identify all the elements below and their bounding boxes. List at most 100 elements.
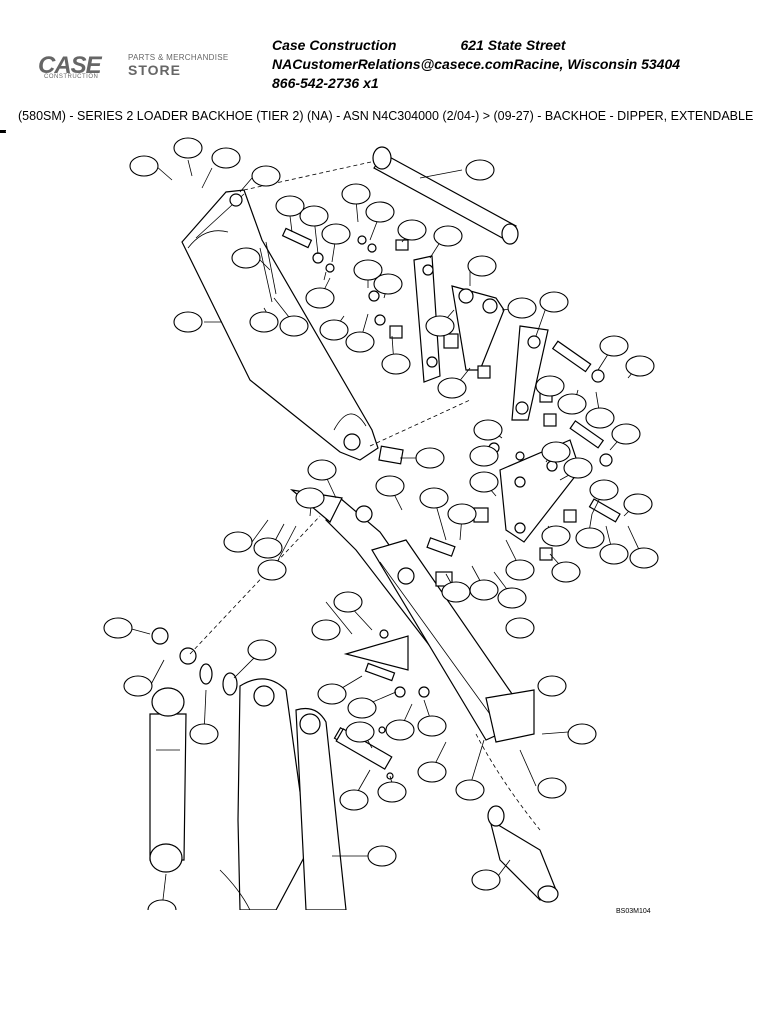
callout: 4 xyxy=(0,130,375,743)
callout: 27 xyxy=(0,130,377,719)
svg-text:41: 41 xyxy=(0,130,6,136)
callout: 32 xyxy=(0,130,455,337)
svg-text:12: 12 xyxy=(0,130,6,136)
callout: 21 xyxy=(0,130,581,583)
svg-text:53: 53 xyxy=(0,130,6,136)
svg-text:40: 40 xyxy=(0,130,6,136)
street-address: 621 State Street xyxy=(460,37,566,53)
svg-text:38: 38 xyxy=(0,130,6,136)
callout: 12 xyxy=(0,130,287,581)
callout: 13 xyxy=(0,130,499,601)
callout: 14 xyxy=(0,130,253,553)
callout: 5 xyxy=(0,130,277,661)
callout: 19 xyxy=(0,130,445,469)
callout: 7 xyxy=(0,130,153,697)
svg-text:50: 50 xyxy=(0,130,6,136)
callout: 18 xyxy=(0,130,281,187)
callout: 16 xyxy=(0,130,405,497)
callout: 40 xyxy=(0,130,619,501)
svg-text:58: 58 xyxy=(0,130,6,136)
callout: 41 xyxy=(0,130,653,515)
svg-text:38: 38 xyxy=(0,130,6,136)
callout: 13 xyxy=(0,130,335,309)
callout: 39 xyxy=(0,130,383,281)
callout: 16 xyxy=(0,130,325,509)
svg-text:24: 24 xyxy=(0,130,6,136)
callout: 52 xyxy=(0,130,485,801)
svg-text:12: 12 xyxy=(0,130,6,136)
svg-text:39: 39 xyxy=(0,130,6,136)
callout: 22 xyxy=(0,130,593,479)
callout: 41 xyxy=(0,130,349,341)
case-logo: CASE CONSTRUCTION xyxy=(38,52,114,82)
callout: 52 xyxy=(0,130,363,613)
svg-text:32: 32 xyxy=(0,130,6,136)
callout: 31 xyxy=(0,130,411,375)
callout: 6 xyxy=(0,130,219,745)
svg-text:5: 5 xyxy=(0,130,3,136)
email-city: NACustomerRelations@casece.comRacine, Wi… xyxy=(272,56,681,72)
svg-text:50: 50 xyxy=(0,130,6,136)
svg-text:39: 39 xyxy=(0,130,6,136)
case-logo-subtext: CONSTRUCTION xyxy=(44,74,99,80)
callout: 58 xyxy=(0,130,203,333)
svg-text:14: 14 xyxy=(0,130,6,136)
svg-text:34: 34 xyxy=(0,130,6,136)
hydraulic-cylinder-9 xyxy=(149,515,321,873)
store-logo-line1: PARTS & MERCHANDISE xyxy=(128,53,229,62)
callout: 52 xyxy=(0,130,567,697)
callout: 15 xyxy=(0,130,337,481)
store-logo: PARTS & MERCHANDISE STORE xyxy=(128,53,229,78)
svg-text:30: 30 xyxy=(0,130,6,136)
svg-text:55: 55 xyxy=(0,130,6,136)
svg-text:30: 30 xyxy=(0,130,6,136)
svg-text:19: 19 xyxy=(0,130,6,136)
exploded-parts-diagram: 14 13 12 18 10 41 40 11 12 31 30 14 57 3… xyxy=(0,130,659,910)
page-title: (580SM) - SERIES 2 LOADER BACKHOE (TIER … xyxy=(18,109,754,123)
callout: 12 xyxy=(0,130,329,227)
callout: 42 xyxy=(0,130,499,467)
store-logo-line2: STORE xyxy=(128,62,181,78)
svg-text:37: 37 xyxy=(0,130,6,136)
callout: 9 xyxy=(0,130,177,910)
svg-text:8: 8 xyxy=(0,130,3,136)
svg-text:16: 16 xyxy=(0,130,6,136)
hydraulic-cylinder-25 xyxy=(475,733,559,903)
callout: 1 xyxy=(0,130,397,867)
svg-text:40: 40 xyxy=(0,130,6,136)
svg-text:25: 25 xyxy=(0,130,6,136)
callout: 55 xyxy=(0,130,535,639)
svg-text:49: 49 xyxy=(0,130,6,136)
svg-text:42: 42 xyxy=(0,130,6,136)
svg-text:41: 41 xyxy=(0,130,6,136)
svg-text:22: 22 xyxy=(0,130,6,136)
svg-text:20: 20 xyxy=(0,130,6,136)
callout: 12 xyxy=(0,130,241,169)
callout: 13 xyxy=(0,130,283,559)
svg-text:52: 52 xyxy=(0,130,6,136)
callout-group: 14 13 12 18 10 41 40 11 12 31 30 14 57 3… xyxy=(0,130,659,910)
svg-text:40: 40 xyxy=(0,130,6,136)
callout: 30 xyxy=(0,130,463,247)
callout: 30 xyxy=(0,130,569,313)
callout: 50 xyxy=(0,130,659,569)
callout: 40 xyxy=(0,130,375,353)
svg-text:52: 52 xyxy=(0,130,6,136)
callout: 11 xyxy=(0,130,305,217)
callout: 2 xyxy=(0,130,369,811)
svg-text:18: 18 xyxy=(0,130,6,136)
svg-text:41: 41 xyxy=(0,130,6,136)
svg-text:54: 54 xyxy=(0,130,6,136)
svg-text:40: 40 xyxy=(0,130,6,136)
callout: 29 xyxy=(0,130,279,333)
svg-text:15: 15 xyxy=(0,130,6,136)
callout: 56 xyxy=(0,130,341,641)
svg-text:14: 14 xyxy=(0,130,6,136)
callout: 12 xyxy=(0,130,477,525)
callout: 38 xyxy=(0,130,615,429)
svg-text:21: 21 xyxy=(0,130,6,136)
callout: 25 xyxy=(0,130,501,891)
svg-text:6: 6 xyxy=(0,130,3,136)
svg-text:27: 27 xyxy=(0,130,6,136)
